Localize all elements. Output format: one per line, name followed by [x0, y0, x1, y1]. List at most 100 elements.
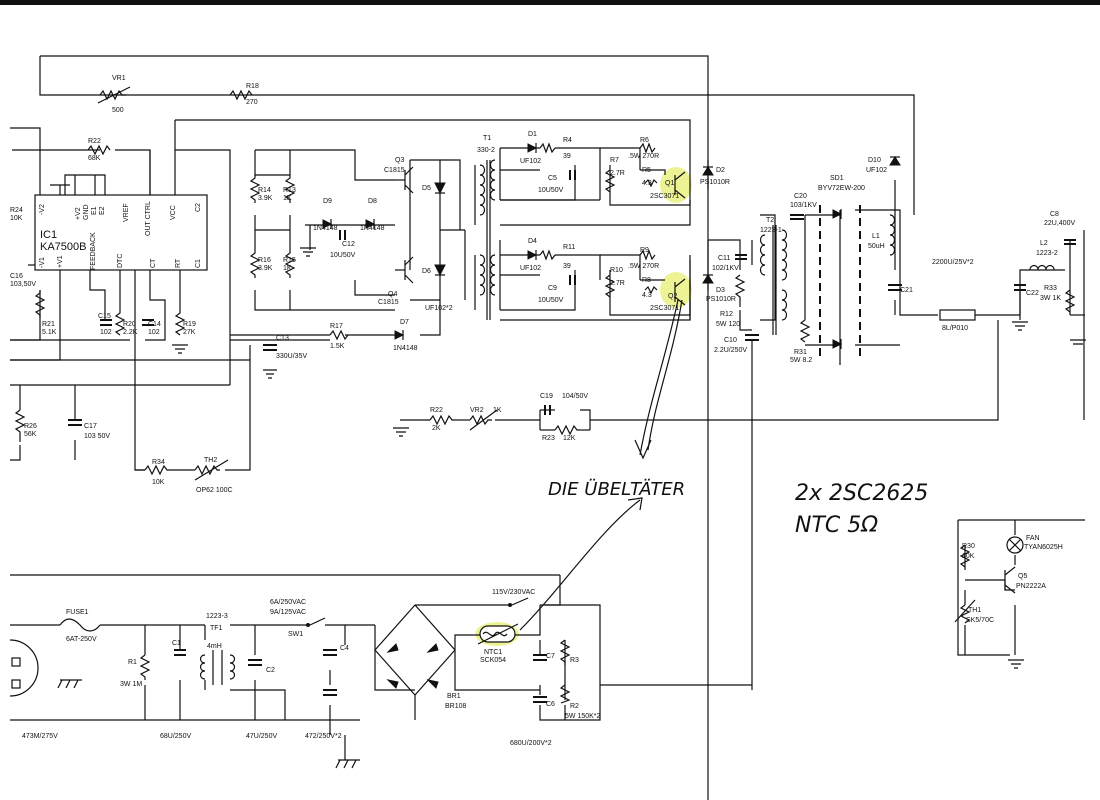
magnetics [199, 159, 1055, 685]
label-r8: R8 [642, 277, 651, 284]
label-r23: R23 [542, 435, 555, 442]
label-tf1: TF1 [210, 625, 223, 632]
label-c1-val: 68U/250V [160, 733, 191, 740]
diodes [322, 143, 901, 689]
label-r14-val: 3.9K [258, 195, 273, 202]
label-r13-val: 1K [283, 195, 292, 202]
pin-ct: CT [150, 258, 157, 268]
label-q5: Q5 [1018, 573, 1027, 580]
label-c21: C21 [900, 287, 913, 294]
label-c17-val: 103 50V [84, 433, 110, 440]
label-q5-val: PN2222A [1016, 583, 1046, 590]
label-r30: R30 [962, 543, 975, 550]
label-r26: R26 [24, 423, 37, 430]
label-c12: C12 [342, 241, 355, 248]
label-d9: D9 [323, 198, 332, 205]
label-r22b-val: 2K [432, 425, 441, 432]
label-c19-val: 104/50V [562, 393, 588, 400]
label-th1: TH1 [968, 607, 981, 614]
label-r22-val: 68K [88, 155, 101, 162]
label-r12-val: 5W 120 [716, 321, 740, 328]
label-c15-val: 102 [100, 329, 112, 336]
label-d2-val: PS1010R [700, 179, 730, 186]
label-r19-val: 27K [183, 329, 196, 336]
label-r23-res-val: 5W 150K*2 [565, 713, 601, 720]
label-fuse1-val: 6AT-250V [66, 636, 97, 643]
label-r12: R12 [720, 311, 733, 318]
resistors [14, 89, 1076, 704]
label-vr1-val: 500 [112, 107, 124, 114]
label-c11-val: 102/1KV [712, 265, 739, 272]
label-sw1: SW1 [288, 631, 303, 638]
label-r7: R7 [610, 157, 619, 164]
label-sd1-val: BYV72EW-200 [818, 185, 865, 192]
label-d6: D6 [422, 268, 431, 275]
pin-gnd: GND [83, 204, 90, 220]
label-c67-val: 680U/200V*2 [510, 740, 552, 747]
label-th2: TH2 [204, 457, 217, 464]
label-r19: R19 [183, 321, 196, 328]
label-d7-val: 1N4148 [393, 345, 418, 352]
label-r31: R31 [794, 349, 807, 356]
label-q2: Q2 [668, 293, 677, 300]
label-d10: D10 [868, 157, 881, 164]
label-ntc1-val: SCK054 [480, 657, 506, 664]
label-d8-val: 1N4148 [360, 225, 385, 232]
label-r11: R11 [563, 244, 575, 251]
label-q4: Q4 [388, 291, 397, 298]
label-q4-val: C1815 [378, 299, 399, 306]
label-r23-val: 12K [563, 435, 576, 442]
label-c2: C2 [266, 667, 275, 674]
label-d4: D4 [528, 238, 537, 245]
label-c4: C4 [340, 645, 349, 652]
pin-rt: RT [175, 258, 182, 268]
ic1-chip [34, 194, 208, 271]
label-d1: D1 [528, 131, 537, 138]
annotation-arrows [519, 299, 683, 631]
label-tf1-val: 4mH [207, 643, 222, 650]
label-d5: D5 [422, 185, 431, 192]
label-r10-val: 2.7R [610, 280, 625, 287]
label-r21: R21 [42, 321, 55, 328]
pin-v1p: +V1 [57, 255, 64, 268]
label-c10-val: 2.2U/250V [714, 347, 747, 354]
label-r34-val: 10K [152, 479, 165, 486]
label-r16: R16 [258, 257, 271, 264]
label-r13: R13 [283, 187, 296, 194]
label-d3-val: PS1010R [706, 296, 736, 303]
label-c4-val: 472/250V*2 [305, 733, 342, 740]
label-d3: D3 [716, 287, 725, 294]
label-br1-val: BR108 [445, 703, 467, 710]
label-d1-val: UF102 [520, 158, 541, 165]
label-c17: C17 [84, 423, 97, 430]
label-q3-val: C1815 [384, 167, 405, 174]
note-transistors: 2x 2SC2625 [795, 481, 928, 506]
label-q1: Q1 [665, 180, 674, 187]
label-r16-val: 3.9K [258, 265, 273, 272]
label-fan: FAN [1026, 535, 1040, 542]
pin-vref: VREF [123, 203, 130, 222]
label-c5: C5 [548, 175, 557, 182]
label-r4-val: 39 [563, 153, 571, 160]
label-r17: R17 [330, 323, 343, 330]
label-ic1-part: KA7500B [40, 241, 86, 253]
pin-outctrl: OUT CTRL [145, 201, 152, 236]
label-d2: D2 [716, 167, 725, 174]
label-th2-val: OP62 100C [196, 487, 233, 494]
label-l1-val: 50uH [868, 243, 885, 250]
ac-inlet [9, 639, 39, 697]
label-c14-val: 102 [148, 329, 160, 336]
label-br1: BR1 [447, 693, 461, 700]
label-r15-val: 1K [283, 265, 292, 272]
scan-border [0, 0, 1100, 5]
label-d7: D7 [400, 319, 409, 326]
label-r3: R3 [570, 657, 579, 664]
label-t1: T1 [483, 135, 491, 142]
transistor-highlights [475, 167, 692, 646]
transistors [404, 166, 1016, 594]
label-q3: Q3 [395, 157, 404, 164]
label-d4-val: UF102 [520, 265, 541, 272]
note-ntc: NTC 5Ω [795, 513, 878, 538]
label-c13: C13 [276, 335, 289, 342]
